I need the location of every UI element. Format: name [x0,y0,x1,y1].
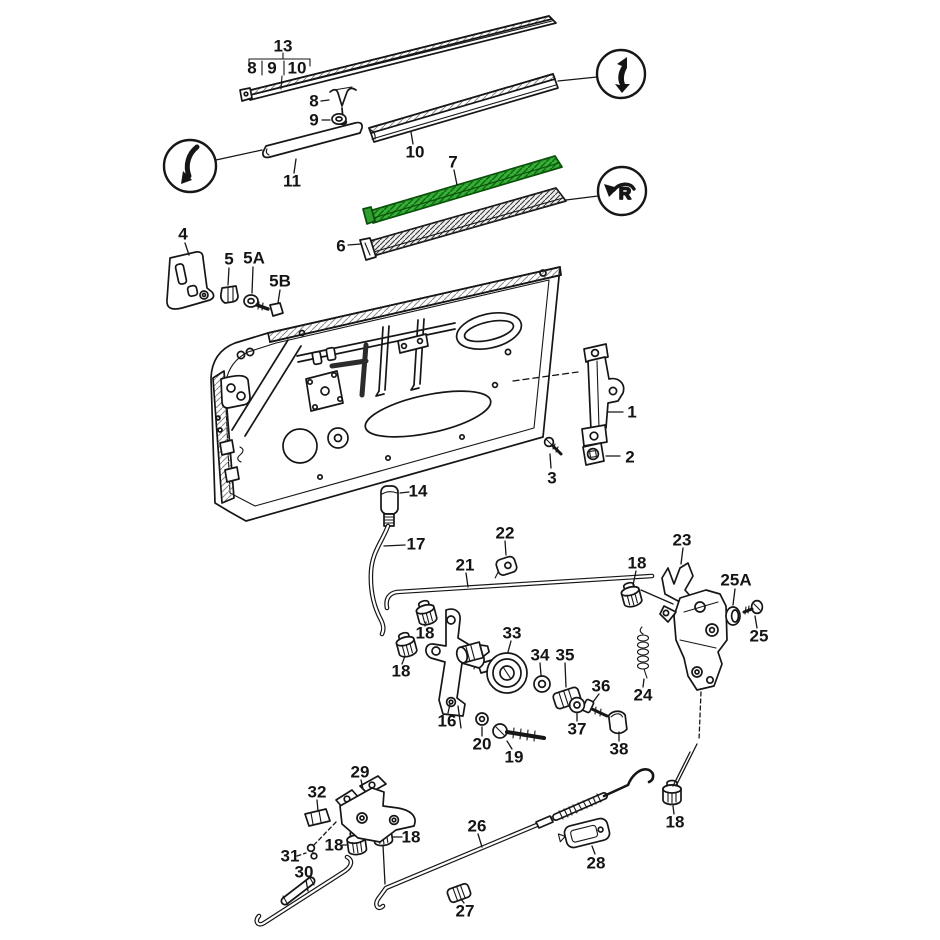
part-1-bracket [581,343,625,447]
part-32-clip [304,808,331,827]
part-label-19-36: 19 [505,748,524,767]
part-label-33-26: 33 [503,624,522,643]
part-38-clip [607,710,628,735]
part-label-14-17: 14 [409,482,428,501]
part-label-10-3: 10 [288,59,307,78]
part-25a-cap [725,606,741,626]
part-18-bushing [393,629,419,660]
part-label-30-42: 30 [295,863,314,882]
door-inner-panel [210,266,579,522]
part-13-trim-strip [239,15,557,102]
part-label-32-38: 32 [308,783,327,802]
part-3-screw [543,436,563,456]
part-5b-bolt [255,301,284,317]
part-22-clip [494,555,518,579]
part-label-4-10: 4 [178,225,188,244]
part-14-lock-knob [380,485,399,527]
part-23-door-latch [640,562,728,787]
part-label-8-1: 8 [247,59,256,78]
part-label-35-28: 35 [556,646,575,665]
part-5a-nut [243,294,259,308]
part-label-37-30: 37 [568,720,587,739]
leader-lines [184,99,758,904]
part-18-bushing [618,579,644,610]
part-28-clamp [557,817,611,849]
part-6-channel-strip [359,187,567,261]
part-label-38-31: 38 [610,740,629,759]
part-31-rivet [306,843,318,860]
part-label-18-33: 18 [416,624,435,643]
part-13-bracket-table [248,52,311,90]
part-label-11-7: 11 [283,172,301,191]
part-label-34-27: 34 [531,646,550,665]
part-20-washer [475,712,489,726]
part-29-bracket [312,775,416,847]
part-11-trim-strip [262,121,363,159]
part-label-21-19: 21 [456,556,475,575]
part-label-22-20: 22 [496,524,515,543]
part-label-7-8: 7 [448,153,457,172]
part-label-3-16: 3 [547,469,556,488]
part-label-23-22: 23 [673,531,692,550]
part-label-5B-13: 5B [269,272,291,291]
part-label-18-21: 18 [628,554,647,573]
part-16-bracket [425,608,490,729]
part-34-nut [533,675,551,693]
part-label-8-4: 8 [309,92,318,111]
part-label-9-5: 9 [309,111,318,130]
part-18-bushing [662,779,682,806]
part-label-18-40: 18 [325,836,344,855]
part-26-cable [374,768,655,911]
part-9-grommet [331,112,347,126]
part-7-trim-strip-highlighted [362,155,563,225]
part-label-18-46: 18 [666,813,685,832]
part-label-28-45: 28 [587,854,606,873]
part-label-31-39: 31 [281,847,300,866]
part-label-17-18: 17 [407,535,426,554]
part-label-29-37: 29 [351,763,370,782]
part-label-18-34: 18 [392,662,411,681]
part-27-clip [446,882,472,904]
part-label-36-29: 36 [592,677,611,696]
part-label-5-11: 5 [224,250,233,269]
part-label-6-9: 6 [336,237,345,256]
part-label-1-14: 1 [627,403,636,422]
part-label-24-25: 24 [634,686,653,705]
part-10-trim-strip [368,73,559,143]
part-label-20-35: 20 [473,735,492,754]
part-label-5A-12: 5A [243,249,265,268]
part-label-9-2: 9 [267,59,276,78]
part-label-18-41: 18 [402,828,421,847]
part-label-10-6: 10 [406,143,425,162]
part-label-13-0: 13 [274,37,293,56]
part-4-bracket [166,251,215,310]
part-2-plate-nut [582,442,605,466]
part-36-screw [581,698,609,718]
part-label-16-32: 16 [438,712,457,731]
rod-link-line [672,751,691,787]
part-33-disc [473,652,528,694]
part-21-rod [384,573,655,611]
part-25-screw [742,599,764,615]
part-label-2-15: 2 [625,448,634,467]
part-label-25A-23: 25A [720,571,751,590]
part-label-25-24: 25 [750,627,769,646]
part-label-26-43: 26 [468,817,487,836]
insert-direction-icon [557,48,647,100]
part-19-bolt [492,723,546,742]
rotate-direction-icon: R [565,165,648,217]
part-5-clip-nut [219,285,239,304]
fold-direction-icon [162,138,263,194]
part-24-spring [636,626,650,679]
part-37-washer [568,696,586,714]
rotate-icon-letter: R [619,184,631,203]
part-label-27-44: 27 [456,902,475,921]
part-17-rod [368,523,391,637]
